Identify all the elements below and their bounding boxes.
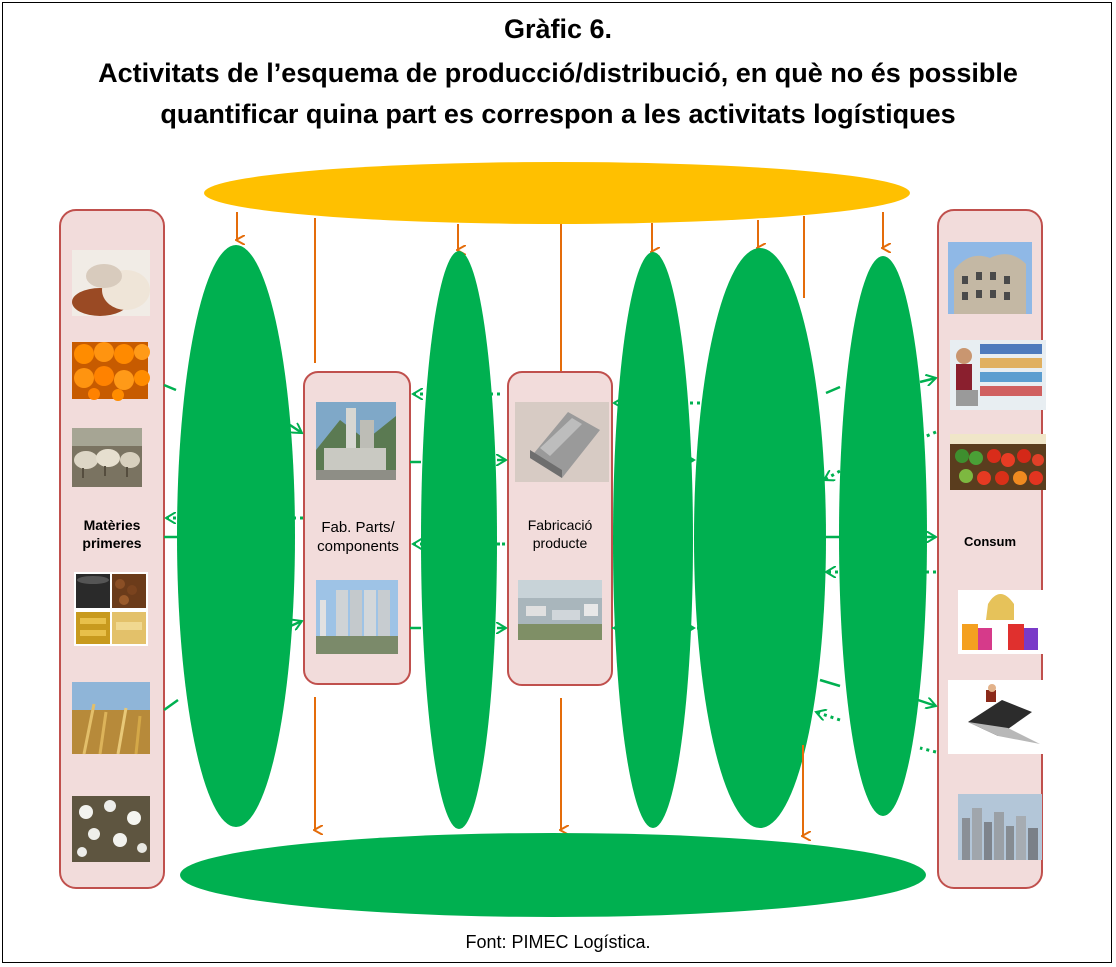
green-ellipse-2 <box>421 251 497 829</box>
green-dotted-line <box>919 746 937 754</box>
sheep-photo <box>72 428 142 487</box>
chart-title-line-1: Activitats de l’esquema de producció/dis… <box>98 58 1018 88</box>
oranges-photo <box>72 342 150 401</box>
fruit-market-photo <box>950 434 1046 490</box>
parts-label-line-1: Fab. Parts/ <box>321 519 395 536</box>
wheat-photo <box>72 682 150 755</box>
raw-materials-label-line-1: Matèries <box>83 517 141 533</box>
silo-factory-photo <box>316 580 398 654</box>
chart-number: Gràfic 6. <box>503 14 613 44</box>
green-dotted-arrow <box>816 712 841 722</box>
cement-plant-photo <box>316 402 396 480</box>
green-dotted-arrow <box>824 469 841 480</box>
laptop-shopping-photo <box>948 680 1052 754</box>
raw-materials-label-line-2: primeres <box>82 534 142 551</box>
parts-label: Fab. Parts/ components <box>306 519 410 557</box>
factory-building-photo <box>515 402 609 482</box>
green-ellipse-3 <box>613 252 693 828</box>
green-arrow <box>917 700 936 706</box>
source-note: Font: PIMEC Logística. <box>465 932 651 952</box>
green-ellipse-1 <box>177 245 295 827</box>
green-line <box>163 383 177 392</box>
chart-title-line-2: quantificar quina part es correspon a le… <box>160 99 956 129</box>
city-photo <box>958 794 1042 860</box>
parts-label-line-2: components <box>317 537 399 555</box>
flour-photo <box>72 250 150 316</box>
cotton-photo <box>72 796 150 862</box>
bottom-ellipse <box>180 833 926 917</box>
green-line <box>163 698 179 712</box>
green-ellipse-4 <box>694 248 826 828</box>
green-arrow <box>289 425 302 433</box>
shopping-woman-photo <box>958 590 1044 654</box>
product-label-line-1: Fabricació <box>527 517 593 533</box>
green-line <box>825 385 841 395</box>
raw-materials-label: Matèries primeres <box>62 517 162 552</box>
orange-down-arrows <box>237 212 883 371</box>
green-line <box>819 678 841 688</box>
supermarket-photo <box>950 340 1046 410</box>
industrial-park-photo <box>518 580 602 640</box>
oil-coffee-gold-photo <box>74 572 148 646</box>
consumption-label: Consum <box>964 534 1016 549</box>
building-photo <box>948 242 1032 314</box>
raw-materials-photos <box>72 250 150 862</box>
green-arrow <box>285 621 302 628</box>
top-ellipse <box>204 162 910 224</box>
product-label: Fabricació producte <box>508 517 612 552</box>
green-arrow <box>919 378 936 382</box>
product-label-line-2: producte <box>532 534 588 551</box>
green-dotted-line <box>921 430 937 440</box>
